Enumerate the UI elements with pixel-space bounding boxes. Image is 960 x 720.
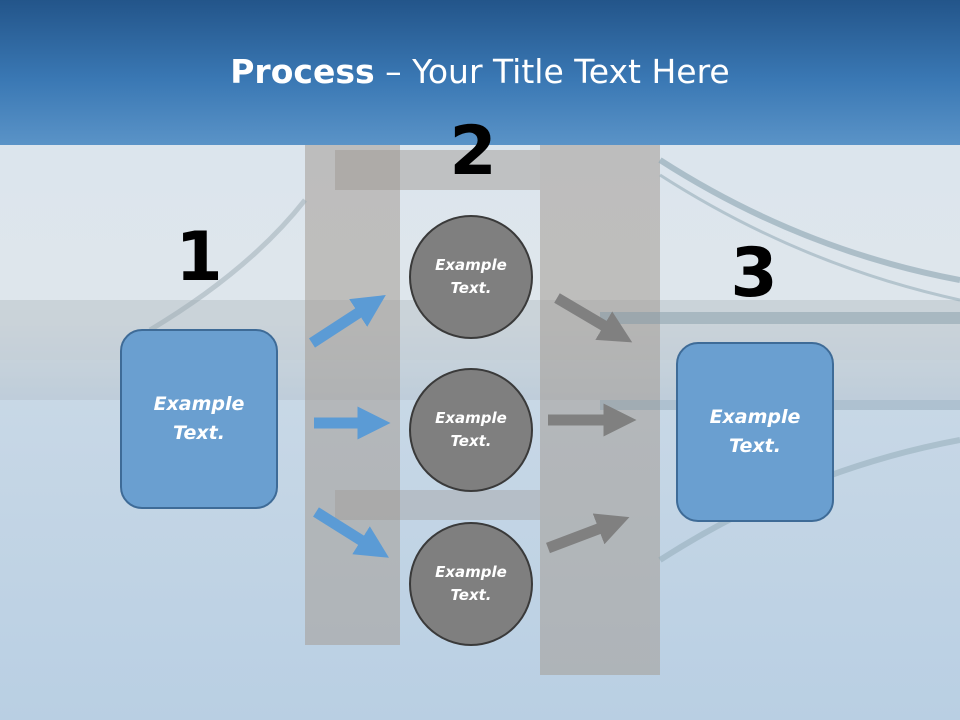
arrow-to-circle-1 xyxy=(309,295,386,348)
circle-line: Example xyxy=(435,256,507,274)
circle-line: Example xyxy=(435,409,507,427)
circle-line: Text. xyxy=(450,279,492,297)
step-number-1: 1 xyxy=(175,218,223,297)
title-rest: – Your Title Text Here xyxy=(374,52,730,91)
circle-line: Text. xyxy=(450,586,492,604)
box-line: Text. xyxy=(729,435,781,457)
box-line: Example xyxy=(153,393,245,415)
circle-line: Example xyxy=(435,563,507,581)
title-bar xyxy=(0,0,960,145)
slide-title: Process – Your Title Text Here xyxy=(0,52,960,91)
box-line: Example xyxy=(709,406,801,428)
step-number-2: 2 xyxy=(449,112,497,191)
arrow-to-circle-3 xyxy=(313,507,389,558)
step-number-3: 3 xyxy=(730,234,778,313)
arrow-from-circle-1 xyxy=(554,293,633,343)
arrow-from-circle-3 xyxy=(546,513,630,554)
box-line: Text. xyxy=(173,422,225,444)
title-bold: Process xyxy=(230,52,375,91)
circle-line: Text. xyxy=(450,432,492,450)
